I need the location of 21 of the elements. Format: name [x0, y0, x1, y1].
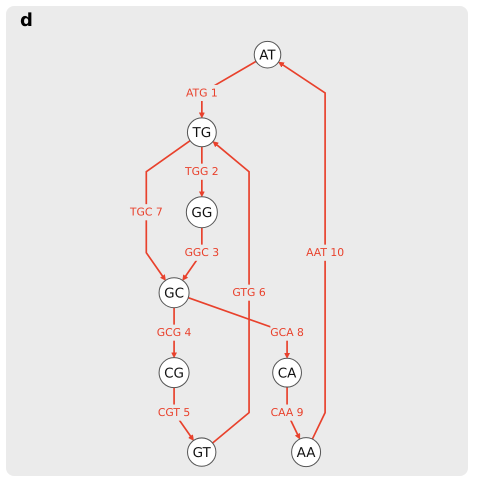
edge-label: GCA 8 [270, 326, 304, 339]
panel-letter: d [20, 10, 33, 31]
node-circle: GG [186, 196, 218, 228]
edge-label: CGT 5 [158, 406, 190, 419]
node-circle: CA [272, 358, 302, 388]
edge-label: TGC 7 [130, 205, 163, 218]
node-circle: AA [291, 437, 322, 468]
node-circle: GC [158, 277, 190, 308]
edge-label: AAT 10 [306, 246, 344, 259]
arrow [212, 141, 250, 444]
edge-label: CAA 9 [270, 406, 304, 419]
edge-label: GCG 4 [156, 326, 192, 339]
node-circle: CG [158, 357, 190, 388]
edge-label: ATG 1 [186, 86, 218, 100]
arrow [145, 140, 191, 281]
edge-label: TGG 2 [185, 164, 219, 178]
node-circle: TG [186, 117, 217, 148]
edge-label: GGC 3 [184, 246, 220, 259]
edge-label: GTG 6 [232, 286, 266, 299]
node-circle: GT [187, 437, 216, 467]
node-circle: AT [254, 40, 282, 68]
